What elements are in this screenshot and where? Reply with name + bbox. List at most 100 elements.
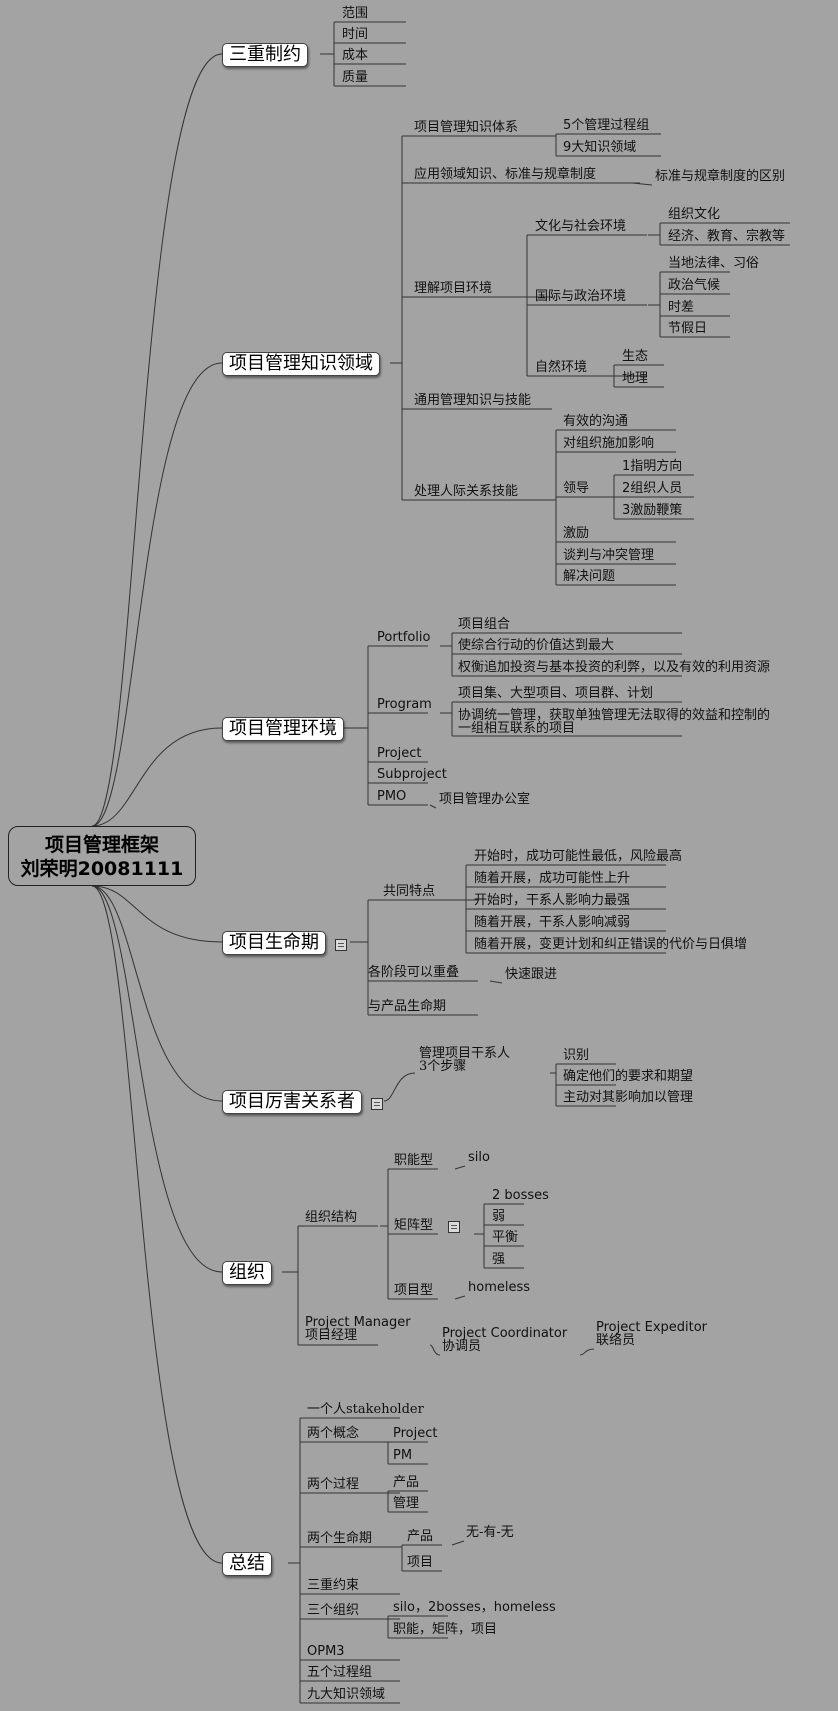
node-standards-vs-regulations[interactable]: 标准与规章制度的区别	[655, 169, 786, 184]
node-9-knowledge-areas[interactable]: 9大知识领域	[563, 140, 637, 155]
node-quality[interactable]: 质量	[342, 70, 369, 85]
node-project-expeditor[interactable]: Project Expeditor 联络员	[596, 1321, 707, 1347]
node-program-desc-2[interactable]: 协调统一管理，获取单独管理无法取得的效益和控制的 一组相互联系的项目	[458, 709, 770, 735]
node-concept-project[interactable]: Project	[393, 1426, 438, 1441]
node-project-coordinator[interactable]: Project Coordinator 协调员	[442, 1327, 567, 1353]
node-culture-social[interactable]: 文化与社会环境	[535, 219, 627, 234]
node-three-orgs[interactable]: 三个组织	[307, 1603, 360, 1618]
note-icon[interactable]	[335, 939, 347, 951]
node-triple-constraint-summary[interactable]: 三重约束	[307, 1578, 360, 1593]
node-organize-people[interactable]: 2组织人员	[622, 481, 683, 496]
node-two-lifecycles[interactable]: 两个生命期	[307, 1531, 373, 1546]
node-three-orgs-en[interactable]: silo，2bosses，homeless	[393, 1600, 556, 1615]
node-manage-stakeholders[interactable]: 管理项目干系人 3个步骤	[419, 1047, 510, 1073]
node-scope[interactable]: 范围	[342, 6, 369, 21]
node-none-some-none[interactable]: 无-有-无	[466, 1525, 514, 1540]
node-general-management[interactable]: 通用管理知识与技能	[414, 393, 532, 408]
branch-triple-constraint[interactable]: 三重制约	[222, 43, 308, 67]
node-economy-education[interactable]: 经济、教育、宗教等	[668, 229, 786, 244]
node-two-concepts[interactable]: 两个概念	[307, 1426, 360, 1441]
node-pmo-desc[interactable]: 项目管理办公室	[439, 792, 531, 807]
node-program[interactable]: Program	[377, 697, 432, 712]
node-project-environment[interactable]: 理解项目环境	[414, 281, 493, 296]
node-project[interactable]: Project	[377, 746, 422, 761]
root-node[interactable]: 项目管理框架 刘荣明20081111	[8, 826, 196, 886]
note-icon[interactable]	[448, 1221, 460, 1233]
node-determine-needs[interactable]: 确定他们的要求和期望	[563, 1069, 694, 1084]
node-process-management[interactable]: 管理	[393, 1496, 420, 1511]
node-matrix[interactable]: 矩阵型	[394, 1218, 434, 1233]
node-feature-1[interactable]: 开始时，成功可能性最低，风险最高	[474, 849, 683, 864]
node-portfolio-desc-3[interactable]: 权衡追加投资与基本投资的利弊，以及有效的利用资源	[458, 660, 771, 675]
node-strong[interactable]: 强	[492, 1252, 506, 1267]
node-subproject[interactable]: Subproject	[377, 767, 447, 782]
node-ecology[interactable]: 生态	[622, 349, 649, 364]
branch-knowledge-areas[interactable]: 项目管理知识领域	[222, 352, 380, 376]
node-project-coordinator-cn: 协调员	[442, 1339, 482, 1354]
node-org-culture[interactable]: 组织文化	[668, 207, 721, 222]
node-opm3[interactable]: OPM3	[307, 1644, 345, 1659]
node-fast-tracking[interactable]: 快速跟进	[505, 967, 558, 982]
node-5-process-groups[interactable]: 5个管理过程组	[563, 118, 650, 133]
node-homeless[interactable]: homeless	[468, 1280, 531, 1295]
node-nine-knowledge-areas[interactable]: 九大知识领域	[307, 1687, 386, 1702]
node-two-processes[interactable]: 两个过程	[307, 1477, 360, 1492]
node-influence-org[interactable]: 对组织施加影响	[563, 436, 655, 451]
node-feature-5[interactable]: 随着开展，变更计划和纠正错误的代价与日俱增	[474, 937, 748, 952]
connector-line	[451, 1540, 465, 1546]
node-product-lifecycle[interactable]: 与产品生命期	[368, 999, 447, 1014]
node-pmo[interactable]: PMO	[377, 789, 407, 804]
node-lifecycle-project[interactable]: 项目	[407, 1555, 434, 1570]
node-holidays[interactable]: 节假日	[668, 321, 708, 336]
branch-stakeholders[interactable]: 项目厉害关系者	[222, 1090, 362, 1114]
node-problem-solving[interactable]: 解决问题	[563, 569, 616, 584]
branch-pm-environment[interactable]: 项目管理环境	[222, 717, 344, 741]
node-concept-pm[interactable]: PM	[393, 1448, 413, 1463]
node-lifecycle-product[interactable]: 产品	[407, 1529, 434, 1544]
node-2-bosses[interactable]: 2 bosses	[492, 1188, 549, 1203]
node-time[interactable]: 时间	[342, 27, 369, 42]
node-motivation[interactable]: 激励	[563, 526, 590, 541]
node-silo[interactable]: silo	[468, 1150, 490, 1165]
node-interpersonal-skills[interactable]: 处理人际关系技能	[414, 484, 519, 499]
node-common-features[interactable]: 共同特点	[383, 884, 436, 899]
node-local-law[interactable]: 当地法律、习俗	[668, 256, 760, 271]
node-geography[interactable]: 地理	[622, 371, 649, 386]
node-balanced[interactable]: 平衡	[492, 1230, 519, 1245]
node-international-political[interactable]: 国际与政治环境	[535, 289, 627, 304]
node-one-stakeholder[interactable]: 一个人stakeholder	[307, 1402, 424, 1417]
branch-summary[interactable]: 总结	[222, 1552, 272, 1576]
node-political-climate[interactable]: 政治气候	[668, 278, 721, 293]
node-leadership[interactable]: 领导	[563, 481, 590, 496]
node-phase-overlap[interactable]: 各阶段可以重叠	[368, 965, 460, 980]
branch-lifecycle[interactable]: 项目生命期	[222, 931, 326, 955]
node-time-difference[interactable]: 时差	[668, 300, 695, 315]
node-portfolio-desc-2[interactable]: 使综合行动的价值达到最大	[458, 638, 615, 653]
node-process-product[interactable]: 产品	[393, 1475, 420, 1490]
node-manage-influence[interactable]: 主动对其影响加以管理	[563, 1090, 694, 1105]
node-project-manager[interactable]: Project Manager 项目经理	[305, 1316, 411, 1342]
node-feature-4[interactable]: 随着开展，干系人影响减弱	[474, 915, 631, 930]
node-application-area[interactable]: 应用领域知识、标准与规章制度	[414, 167, 597, 182]
node-portfolio[interactable]: Portfolio	[377, 630, 431, 645]
node-cost[interactable]: 成本	[342, 48, 369, 63]
node-motivate[interactable]: 3激励鞭策	[622, 503, 683, 518]
node-three-orgs-cn[interactable]: 职能，矩阵，项目	[393, 1622, 498, 1637]
node-portfolio-desc-1[interactable]: 项目组合	[458, 617, 511, 632]
node-functional[interactable]: 职能型	[394, 1153, 434, 1168]
note-icon[interactable]	[371, 1098, 383, 1110]
node-projectized[interactable]: 项目型	[394, 1283, 434, 1298]
branch-organization[interactable]: 组织	[222, 1261, 272, 1285]
node-negotiation[interactable]: 谈判与冲突管理	[563, 548, 655, 563]
node-org-structure[interactable]: 组织结构	[305, 1210, 358, 1225]
node-feature-3[interactable]: 开始时，干系人影响力最强	[474, 893, 631, 908]
node-natural-environment[interactable]: 自然环境	[535, 360, 588, 375]
node-feature-2[interactable]: 随着开展，成功可能性上升	[474, 871, 631, 886]
node-identify[interactable]: 识别	[563, 1048, 590, 1063]
node-weak[interactable]: 弱	[492, 1209, 506, 1224]
node-effective-communication[interactable]: 有效的沟通	[563, 414, 629, 429]
node-pmbok[interactable]: 项目管理知识体系	[414, 120, 519, 135]
node-five-process-groups[interactable]: 五个过程组	[307, 1665, 373, 1680]
node-program-desc-1[interactable]: 项目集、大型项目、项目群、计划	[458, 686, 654, 701]
node-set-direction[interactable]: 1指明方向	[622, 459, 683, 474]
